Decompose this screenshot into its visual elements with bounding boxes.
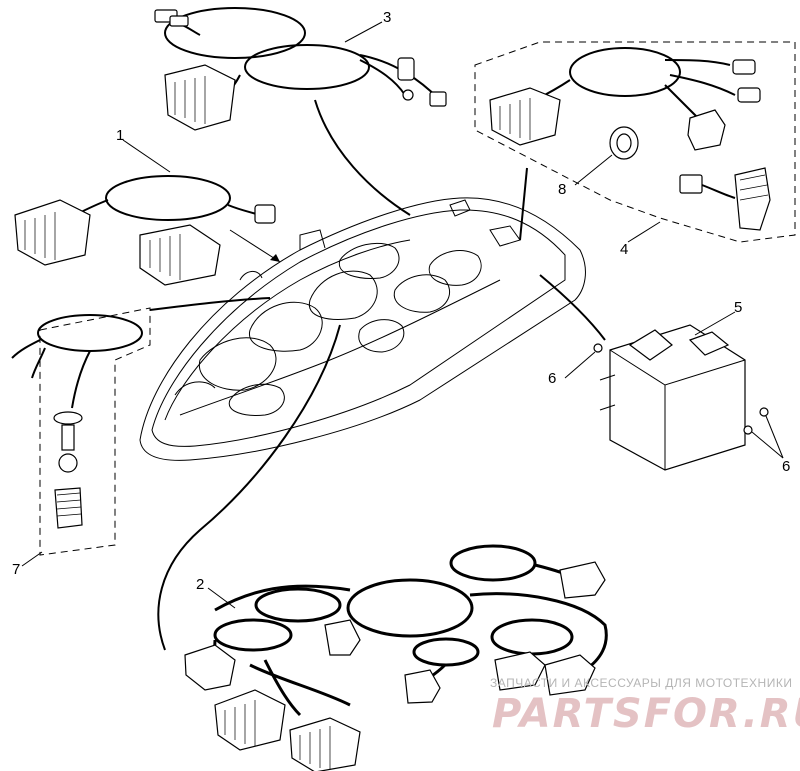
- callout-2: 2: [196, 576, 204, 593]
- harness-assembly-2: [157, 324, 608, 771]
- harness-assembly-4: [474, 41, 796, 243]
- boat-hull: [139, 197, 586, 461]
- callout-5: 5: [734, 299, 742, 316]
- leader-lines: [21, 21, 784, 609]
- callout-4: 4: [620, 241, 628, 258]
- callout-7: 7: [12, 561, 20, 578]
- watermark-tagline: ЗАПЧАСТИ И АКСЕССУАРЫ ДЛЯ МОТОТЕХНИКИ: [490, 676, 792, 690]
- battery-5: [539, 274, 769, 471]
- watermark-logo-text: PARTSFOR.RU: [492, 691, 800, 737]
- callout-3: 3: [383, 9, 391, 26]
- harness-assembly-3: [154, 7, 447, 216]
- callout-6a: 6: [548, 370, 556, 387]
- callout-8: 8: [558, 181, 566, 198]
- harness-assembly-7: [11, 297, 271, 556]
- callout-1: 1: [116, 127, 124, 144]
- callouts: 1 2 3 4 5 6 6 7 8: [12, 9, 790, 593]
- harness-assembly-1: [14, 175, 281, 286]
- callout-6b: 6: [782, 458, 790, 475]
- watermark: ЗАПЧАСТИ И АКСЕССУАРЫ ДЛЯ МОТОТЕХНИКИ PA…: [490, 676, 800, 737]
